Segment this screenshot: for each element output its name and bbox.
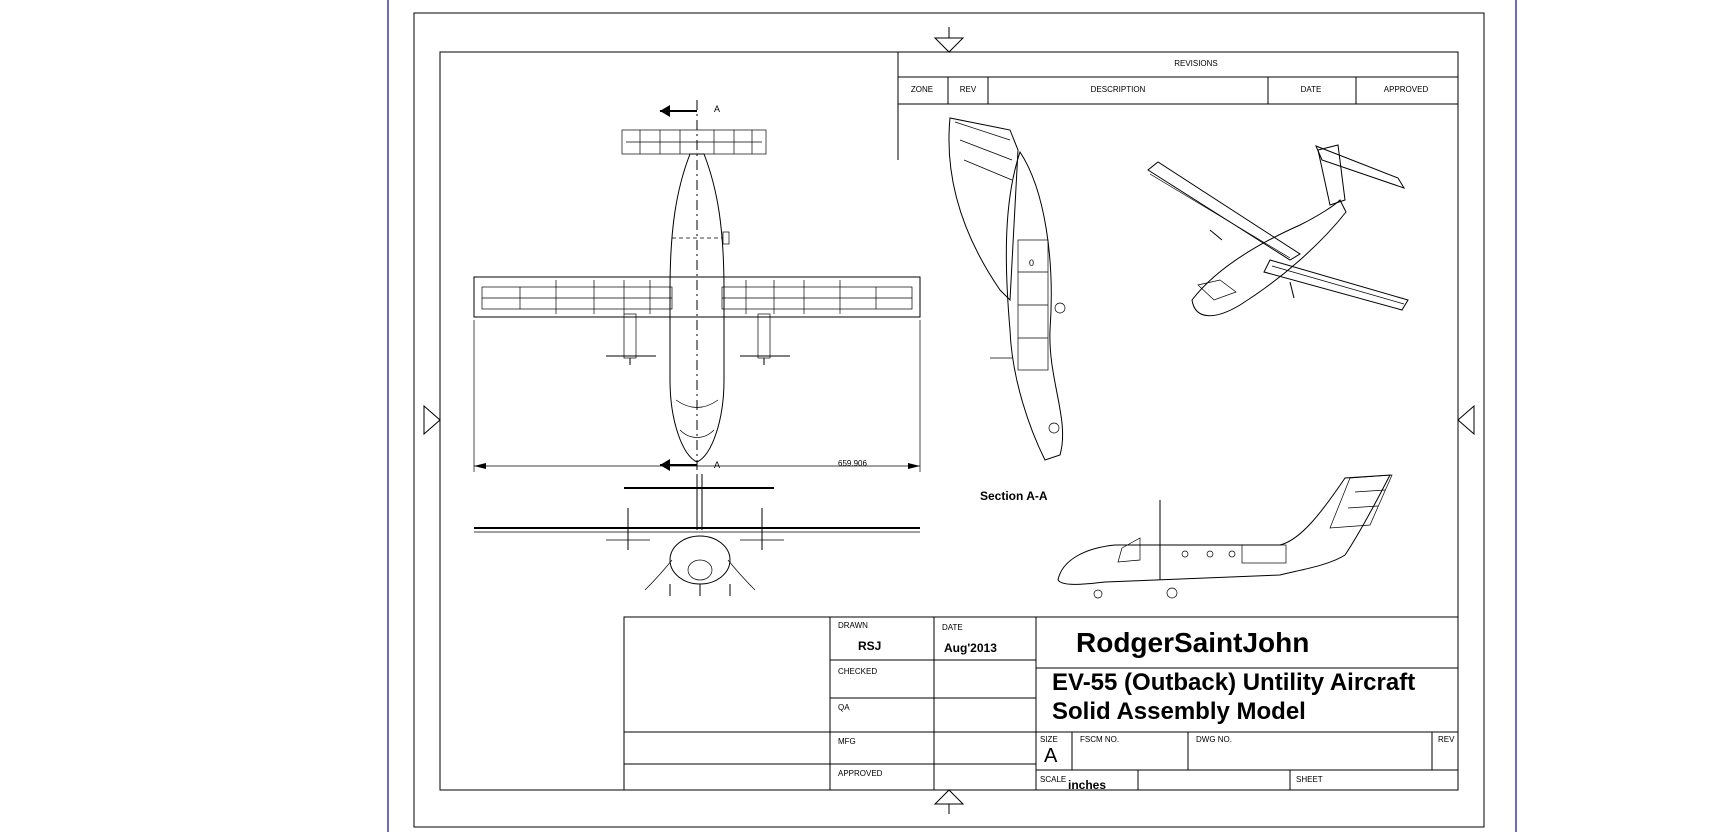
- size-label: SIZE: [1040, 735, 1058, 744]
- dwg-no-label: DWG NO.: [1196, 735, 1232, 744]
- outer-border: [413, 12, 1485, 828]
- checked-label: CHECKED: [838, 667, 877, 676]
- revisions-col-description: DESCRIPTION: [1091, 85, 1146, 94]
- drawing-title-line2: Solid Assembly Model: [1052, 698, 1306, 725]
- size-value: A: [1044, 745, 1058, 767]
- approved-label: APPROVED: [838, 769, 883, 778]
- revisions-header: REVISIONS: [1174, 59, 1218, 68]
- revisions-col-rev: REV: [960, 85, 977, 94]
- fscm-label: FSCM NO.: [1080, 735, 1119, 744]
- section-detail-mark: 0: [1029, 258, 1034, 268]
- section-marker-bottom: A: [714, 460, 720, 470]
- wingspan-dimension: 659.906: [838, 459, 867, 468]
- aircraft-side-view: [1057, 474, 1393, 599]
- centering-mark-left: [423, 404, 441, 436]
- drawing-title-line1: EV-55 (Outback) Untility Aircraft: [1052, 669, 1415, 696]
- aircraft-top-view: A A: [473, 100, 921, 472]
- section-marker-top: A: [714, 104, 720, 114]
- rev-label: REV: [1438, 735, 1455, 744]
- scale-value: inches: [1068, 778, 1106, 792]
- centering-mark-top: [933, 27, 965, 53]
- drawn-value: RSJ: [858, 639, 881, 653]
- drawn-label: DRAWN: [838, 621, 868, 630]
- aircraft-isometric-view: [1147, 144, 1409, 317]
- revisions-col-approved: APPROVED: [1384, 85, 1429, 94]
- scale-label: SCALE: [1040, 775, 1066, 784]
- sheet-label: SHEET: [1296, 775, 1323, 784]
- revisions-col-date: DATE: [1301, 85, 1322, 94]
- aircraft-section-view: 0 Section A-A: [948, 117, 1066, 503]
- revisions-col-zone: ZONE: [911, 85, 933, 94]
- aircraft-front-view: [474, 474, 920, 596]
- title-block: DRAWN RSJ DATE Aug'2013 CHECKED QA MFG A…: [623, 616, 1459, 792]
- company-name: RodgerSaintJohn: [1076, 627, 1309, 658]
- mfg-label: MFG: [838, 737, 856, 746]
- centering-mark-right: [1457, 404, 1475, 436]
- qa-label: QA: [838, 703, 850, 712]
- revisions-table: REVISIONS ZONE REV DESCRIPTION DATE APPR…: [897, 51, 1459, 160]
- centering-mark-bottom: [933, 789, 965, 814]
- date-value: Aug'2013: [944, 641, 997, 655]
- section-label: Section A-A: [980, 489, 1048, 503]
- date-label: DATE: [942, 623, 963, 632]
